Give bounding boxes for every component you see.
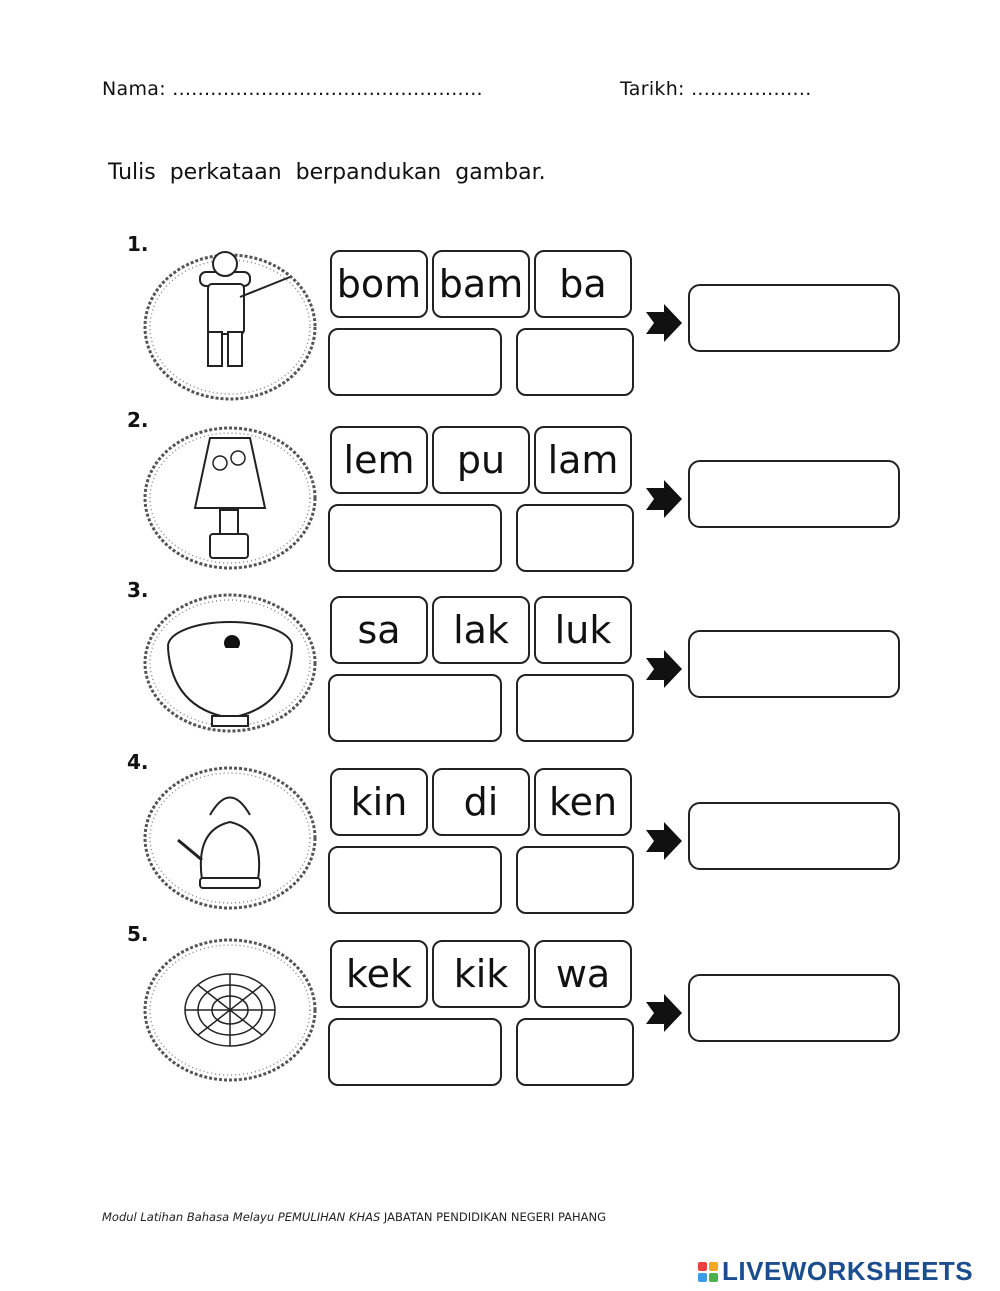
arrow-right-icon — [646, 304, 682, 342]
bowl-icon — [143, 593, 317, 733]
exercise-number: 1. — [127, 232, 149, 256]
chrysanthemum-icon — [143, 938, 317, 1082]
syllable-card[interactable]: kin — [330, 768, 428, 836]
arrow-right-icon — [646, 480, 682, 518]
syllable-card[interactable]: sa — [330, 596, 428, 664]
logo-square — [698, 1272, 707, 1282]
syllable-card[interactable]: luk — [534, 596, 632, 664]
logo-square — [709, 1272, 718, 1282]
exercise-number: 3. — [127, 578, 149, 602]
date-field-label: Tarikh: ................... — [620, 78, 812, 100]
syllable-card[interactable]: wa — [534, 940, 632, 1008]
exercise-2: 2. lem pu lam — [0, 408, 1000, 578]
syllable-card[interactable]: ken — [534, 768, 632, 836]
lamp-icon — [143, 426, 317, 570]
syllable-drop-box[interactable] — [328, 328, 502, 396]
firefighter-icon — [143, 251, 317, 401]
syllable-drop-box[interactable] — [328, 1018, 502, 1086]
syllable-card[interactable]: kek — [330, 940, 428, 1008]
kettle-icon — [143, 766, 317, 910]
syllable-drop-box[interactable] — [516, 846, 634, 914]
logo-square — [709, 1261, 718, 1271]
exercise-number: 2. — [127, 408, 149, 432]
syllable-drop-box[interactable] — [516, 674, 634, 742]
logo-grid-icon — [698, 1261, 718, 1282]
footer-italic-text: Modul Latihan Bahasa Melayu PEMULIHAN KH… — [102, 1210, 381, 1224]
syllable-drop-box[interactable] — [516, 328, 634, 396]
syllable-card[interactable]: bam — [432, 250, 530, 318]
arrow-right-icon — [646, 822, 682, 860]
answer-box[interactable] — [688, 284, 900, 352]
answer-box[interactable] — [688, 460, 900, 528]
exercise-number: 5. — [127, 922, 149, 946]
answer-box[interactable] — [688, 630, 900, 698]
logo-square — [698, 1261, 707, 1271]
syllable-card[interactable]: bom — [330, 250, 428, 318]
exercise-4: 4. kin di ken — [0, 750, 1000, 920]
syllable-card[interactable]: ba — [534, 250, 632, 318]
syllable-drop-box[interactable] — [516, 504, 634, 572]
arrow-right-icon — [646, 650, 682, 688]
logo-text: LIVEWORKSHEETS — [722, 1256, 974, 1286]
syllable-card[interactable]: pu — [432, 426, 530, 494]
exercise-1: 1. bom bam ba — [0, 232, 1000, 402]
syllable-drop-box[interactable] — [328, 674, 502, 742]
instruction-text: Tulis perkataan berpandukan gambar. — [108, 160, 546, 185]
syllable-drop-box[interactable] — [328, 846, 502, 914]
answer-box[interactable] — [688, 802, 900, 870]
syllable-card[interactable]: kik — [432, 940, 530, 1008]
syllable-drop-box[interactable] — [516, 1018, 634, 1086]
footer-credit: Modul Latihan Bahasa Melayu PEMULIHAN KH… — [102, 1210, 606, 1224]
footer-plain-text: JABATAN PENDIDIKAN NEGERI PAHANG — [380, 1210, 607, 1224]
syllable-card[interactable]: di — [432, 768, 530, 836]
answer-box[interactable] — [688, 974, 900, 1042]
syllable-card[interactable]: lak — [432, 596, 530, 664]
arrow-right-icon — [646, 994, 682, 1032]
liveworksheets-logo: LIVEWORKSHEETS — [698, 1256, 973, 1287]
syllable-card[interactable]: lam — [534, 426, 632, 494]
syllable-card[interactable]: lem — [330, 426, 428, 494]
exercise-number: 4. — [127, 750, 149, 774]
exercise-5: 5. kek kik wa — [0, 922, 1000, 1092]
name-field-label: Nama: ..................................… — [102, 78, 483, 100]
exercise-3: 3. sa lak luk — [0, 578, 1000, 748]
syllable-drop-box[interactable] — [328, 504, 502, 572]
